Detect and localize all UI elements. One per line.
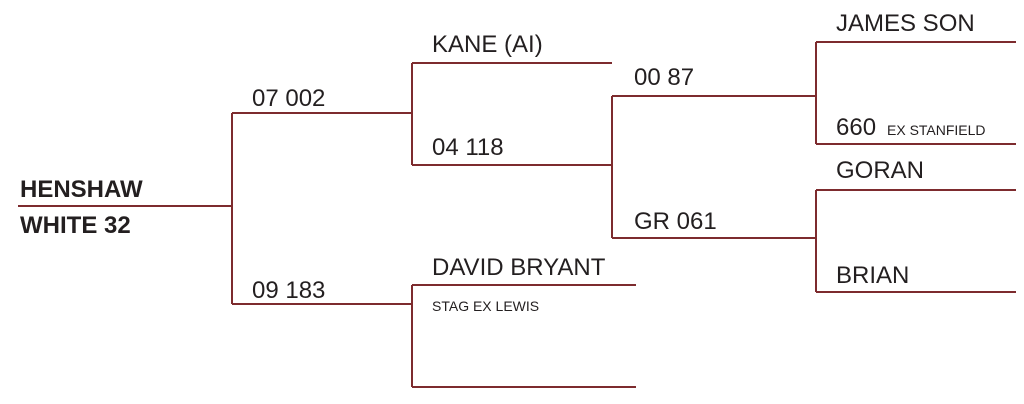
sire-name: 07 002 (252, 85, 326, 112)
sdd-sire-name: GORAN (836, 157, 925, 184)
sd-sire-name: 00 87 (634, 64, 695, 91)
sds-dam-name: 660 (836, 114, 877, 141)
subject-name-line1: HENSHAW (20, 176, 143, 203)
sd-dam-connector (815, 189, 1016, 293)
sire-sire-name: KANE (AI) (432, 31, 543, 58)
sire-dam-connector (611, 95, 816, 239)
dam-sire-note: STAG EX LEWIS (432, 298, 540, 314)
sdd-dam-name: BRIAN (836, 262, 910, 289)
sire-connector (411, 62, 612, 166)
dam-sire-name: DAVID BRYANT (432, 254, 606, 281)
sd-dam-name: GR 061 (634, 208, 717, 235)
sire-dam-name: 04 118 (432, 134, 504, 161)
sds-sire-name: JAMES SON (836, 10, 975, 37)
sd-sire-connector (815, 41, 1016, 145)
dam-name: 09 183 (252, 277, 326, 304)
subject-connector (18, 112, 412, 305)
subject-name-line2: WHITE 32 (20, 212, 131, 239)
dam-connector (411, 284, 636, 388)
sds-dam-note: EX STANFIELD (887, 122, 986, 138)
